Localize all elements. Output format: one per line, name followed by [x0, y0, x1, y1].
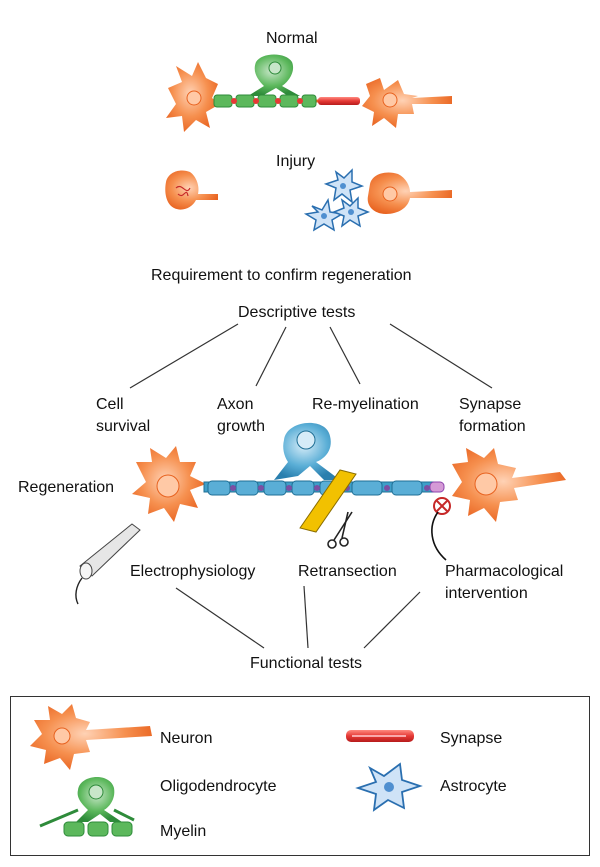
scissors-icon [327, 511, 353, 549]
myelin-segments [213, 94, 317, 108]
label-normal: Normal [266, 30, 318, 47]
legend [10, 696, 590, 856]
electrode-icon [75, 523, 141, 605]
neuron-icon [367, 172, 452, 214]
label-synapse-formation-2: formation [459, 418, 526, 435]
regeneration-illustration [75, 422, 566, 605]
pipette-line [431, 511, 447, 561]
injured-neuron-icon [165, 170, 218, 210]
label-remyelination: Re-myelination [312, 396, 419, 413]
legend-label-oligodendrocyte: Oligodendrocyte [160, 778, 277, 795]
label-functional-tests: Functional tests [250, 655, 363, 672]
astrocyte-icon [323, 168, 365, 204]
label-axon-growth-1: Axon [217, 396, 254, 413]
neuron-icon [132, 446, 206, 522]
label-electrophysiology: Electrophysiology [130, 563, 256, 580]
injury-illustration [165, 168, 452, 232]
synapse-icon [318, 97, 360, 105]
legend-label-myelin: Myelin [160, 823, 207, 840]
legend-neuron-icon [30, 704, 152, 770]
descriptive-connectors [129, 323, 493, 389]
legend-astrocyte-icon [355, 762, 423, 812]
legend-oligodendrocyte-icon [39, 776, 135, 828]
label-descriptive-tests: Descriptive tests [238, 304, 356, 321]
astrocyte-icon [331, 196, 371, 228]
neuron-icon [452, 448, 566, 522]
label-pharmacological-2: intervention [445, 585, 528, 602]
retransection-blade [299, 469, 357, 533]
legend-label-neuron: Neuron [160, 730, 213, 747]
normal-illustration [166, 54, 452, 132]
label-cell-survival-2: survival [96, 418, 151, 435]
label-cell-survival-1: Cell [96, 396, 124, 413]
oligodendrocyte-icon [248, 54, 300, 96]
label-axon-growth-2: growth [217, 418, 266, 435]
label-injury: Injury [276, 153, 316, 170]
label-requirement: Requirement to confirm regeneration [151, 267, 412, 284]
label-pharmacological-1: Pharmacological [445, 563, 564, 580]
legend-synapse-icon [346, 730, 414, 742]
neuron-icon [166, 62, 220, 132]
functional-connectors [175, 585, 421, 649]
legend-label-synapse: Synapse [440, 730, 503, 747]
legend-myelin-icon [63, 821, 133, 837]
oligodendrocyte-icon [274, 422, 340, 480]
astrocyte-icon [303, 197, 345, 232]
legend-label-astrocyte: Astrocyte [440, 778, 507, 795]
label-synapse-formation-1: Synapse [459, 396, 522, 413]
block-icon [433, 497, 451, 515]
neuron-icon [362, 78, 452, 128]
label-regeneration: Regeneration [18, 479, 115, 496]
label-retransection: Retransection [298, 563, 397, 580]
synapse-icon [429, 481, 445, 493]
